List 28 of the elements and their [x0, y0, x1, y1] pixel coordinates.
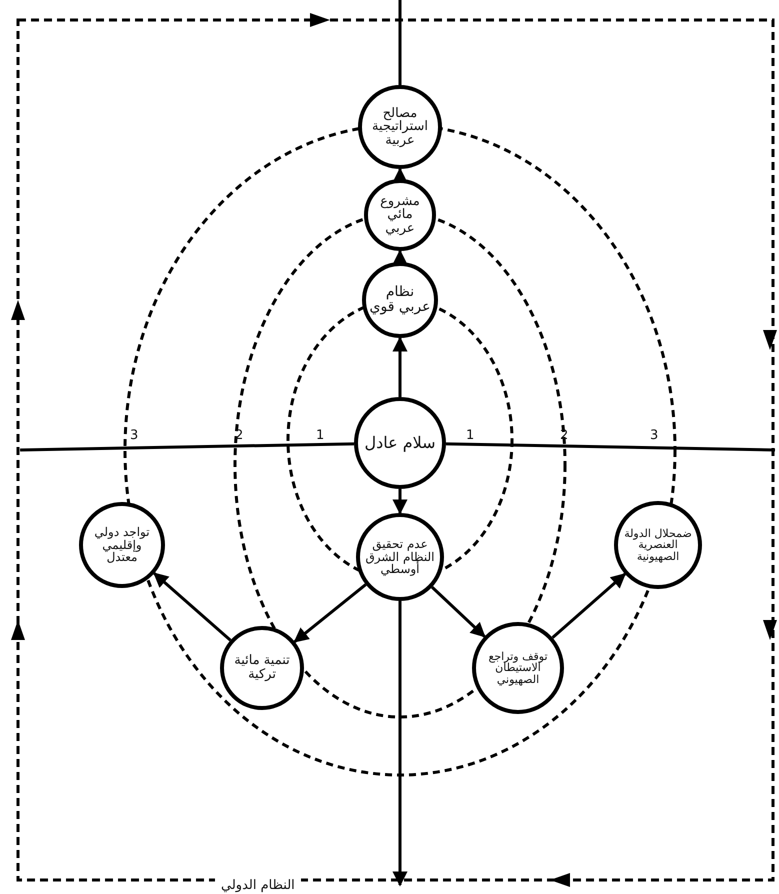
node-label: توقف وتراجع الاستيطان الصهيوني	[487, 650, 549, 686]
arrow	[392, 336, 408, 397]
arrow	[431, 586, 486, 638]
node-label: سلام عادل	[364, 434, 436, 452]
arrow	[392, 250, 408, 264]
node-label: عدم تحقيق النظام الشرق أوسطي	[364, 538, 436, 576]
caption-text: النظام الدولي	[215, 878, 301, 893]
node-label: نظام عربي قوي	[369, 285, 431, 315]
ring-number: 3	[130, 428, 138, 443]
arrow	[294, 583, 367, 643]
connector-line	[20, 442, 354, 452]
circle-node	[220, 626, 304, 710]
connector-line	[398, 0, 402, 85]
node-label: مشروع مائي عربي	[379, 194, 421, 236]
ring-number: 1	[466, 428, 474, 443]
arrow	[153, 572, 232, 642]
ring-number: 3	[650, 428, 658, 443]
ring-number: 1	[316, 428, 324, 443]
node-label: مصالح استراتيجية عربية	[370, 106, 430, 148]
node-label: تواجد دولي وإقليمي معتدل	[93, 526, 151, 564]
connector-line	[446, 442, 776, 452]
ring-number: 2	[235, 428, 244, 443]
ring-number: 2	[560, 428, 568, 443]
arrow	[552, 572, 626, 639]
node-label: تنمية مائية تركية	[233, 654, 291, 682]
arrow	[392, 489, 408, 514]
node-label: ضمحلال الدولة العنصرية الصهيونية	[623, 528, 693, 562]
arrow	[392, 601, 408, 886]
